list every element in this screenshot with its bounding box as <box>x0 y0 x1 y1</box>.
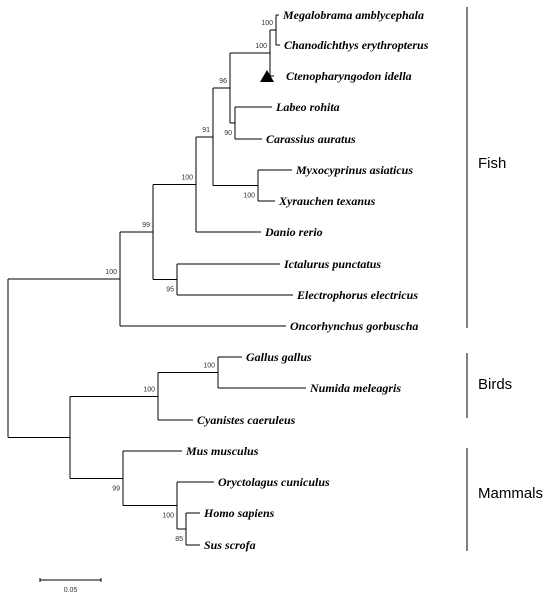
taxon-label: Gallus gallus <box>246 350 312 364</box>
taxon-label: Myxocyprinus asiaticus <box>295 163 413 177</box>
bootstrap-values: 100 100 90 96 100 91 100 95 99 100 100 100 85 100 99 <box>105 20 273 543</box>
bootstrap-value: 99 <box>112 485 120 492</box>
bootstrap-value: 95 <box>166 287 174 294</box>
taxon-label: Carassius auratus <box>266 132 356 146</box>
bootstrap-value: 100 <box>105 269 117 276</box>
taxon-label: Megalobrama amblycephala <box>282 8 424 22</box>
bootstrap-value: 100 <box>143 386 155 393</box>
bootstrap-value: 100 <box>243 193 255 200</box>
tree-branches <box>7 14 306 546</box>
bootstrap-value: 91 <box>202 127 210 134</box>
taxon-label: Oryctolagus cuniculus <box>218 475 330 489</box>
group-label-birds: Birds <box>478 376 512 393</box>
bootstrap-value: 100 <box>162 513 174 520</box>
bootstrap-value: 100 <box>255 43 267 50</box>
bootstrap-value: 96 <box>219 78 227 85</box>
taxon-label: Xyrauchen texanus <box>278 194 376 208</box>
taxon-label: Sus scrofa <box>204 538 256 552</box>
taxon-label: Ctenopharyngodon idella <box>286 69 412 83</box>
bootstrap-value: 100 <box>261 20 273 27</box>
bootstrap-value: 99 <box>142 222 150 229</box>
taxon-label: Homo sapiens <box>203 506 275 520</box>
highlight-triangle-icon <box>260 70 274 82</box>
taxon-label: Ictalurus punctatus <box>283 257 381 271</box>
bootstrap-value: 90 <box>224 130 232 137</box>
taxon-label: Oncorhynchus gorbuscha <box>290 319 418 333</box>
bootstrap-value: 85 <box>175 536 183 543</box>
group-label-fish: Fish <box>478 155 506 172</box>
taxon-label: Chanodichthys erythropterus <box>284 38 429 52</box>
taxon-label: Electrophorus electricus <box>296 288 418 302</box>
group-label-mammals: Mammals <box>478 485 543 502</box>
taxon-label: Mus musculus <box>185 444 259 458</box>
taxon-label: Cyanistes caeruleus <box>197 413 296 427</box>
taxon-label: Numida meleagris <box>309 381 401 395</box>
bootstrap-value: 100 <box>203 363 215 370</box>
scale-bar: 0.05 <box>39 578 102 594</box>
taxon-label: Danio rerio <box>264 225 323 239</box>
taxon-label: Labeo rohita <box>275 100 340 114</box>
tree-markers <box>260 70 274 82</box>
bootstrap-value: 100 <box>181 174 193 181</box>
scale-bar-label: 0.05 <box>64 587 78 594</box>
